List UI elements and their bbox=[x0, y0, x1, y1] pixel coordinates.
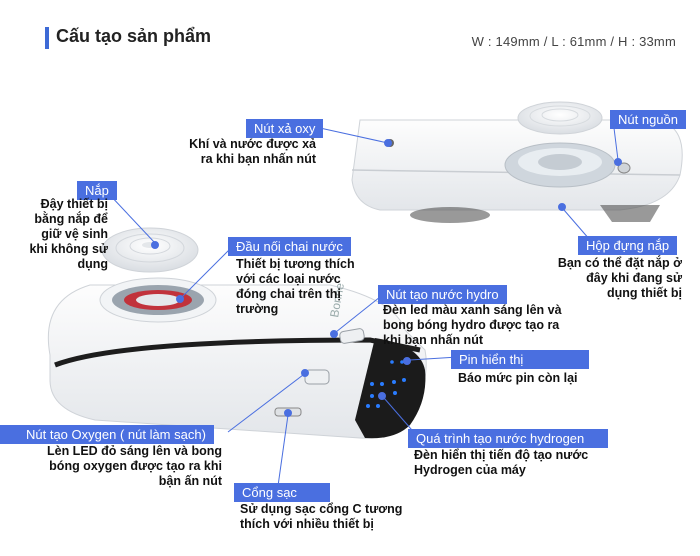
desc-lid-holder: Bạn có thể đặt nắp ở đây khi đang sử dụn… bbox=[557, 256, 682, 300]
label-power: Nút nguồn bbox=[610, 110, 686, 129]
label-charging-port: Cổng sạc bbox=[234, 483, 330, 502]
device-bottom-view bbox=[351, 119, 683, 223]
label-hydrogen-process: Quá trình tạo nước hydrogen bbox=[408, 429, 608, 448]
leader-lines bbox=[107, 127, 622, 487]
dimensions-text: W : 149mm / L : 61mm / H : 33mm bbox=[471, 34, 676, 49]
page-title: Cấu tạo sản phẩm bbox=[56, 26, 212, 46]
label-lid: Nắp bbox=[77, 181, 117, 200]
desc-oxygen-button: Lèn LED đỏ sáng lên và bong bóng oxygen … bbox=[46, 444, 222, 488]
lid-floating bbox=[101, 227, 199, 273]
label-oxygen-button: Nút tạo Oxygen ( nút làm sạch) bbox=[0, 425, 214, 444]
cap-top bbox=[517, 101, 603, 135]
label-lid-holder: Hộp đựng nắp bbox=[578, 236, 678, 255]
desc-charging-port: Sử dụng sạc cổng C tương thích với nhiều… bbox=[240, 502, 403, 531]
title-accent-bar bbox=[45, 27, 49, 49]
desc-battery: Báo mức pin còn lại bbox=[458, 371, 578, 385]
label-battery: Pin hiển thị bbox=[451, 350, 589, 369]
label-hydro-button: Nút tạo nước hydro bbox=[378, 285, 507, 304]
brand-logo: Bonne bbox=[327, 282, 347, 319]
desc-hydrogen-process: Đèn hiển thị tiến độ tạo nước Hydrogen c… bbox=[414, 448, 589, 477]
desc-lid: Đậy thiết bị bằng nắp để giữ vệ sinh khi… bbox=[29, 197, 108, 271]
label-oxy-vent: Nút xả oxy bbox=[246, 119, 324, 138]
desc-bottle-connector: Thiết bị tương thích với các loại nước đ… bbox=[236, 257, 355, 316]
desc-hydro-button: Đèn led màu xanh sáng lên và bong bóng h… bbox=[383, 303, 562, 347]
desc-oxy-vent: Khí và nước được xả ra khi bạn nhấn nút bbox=[189, 137, 316, 166]
label-bottle-connector: Đầu nối chai nước bbox=[228, 237, 351, 256]
